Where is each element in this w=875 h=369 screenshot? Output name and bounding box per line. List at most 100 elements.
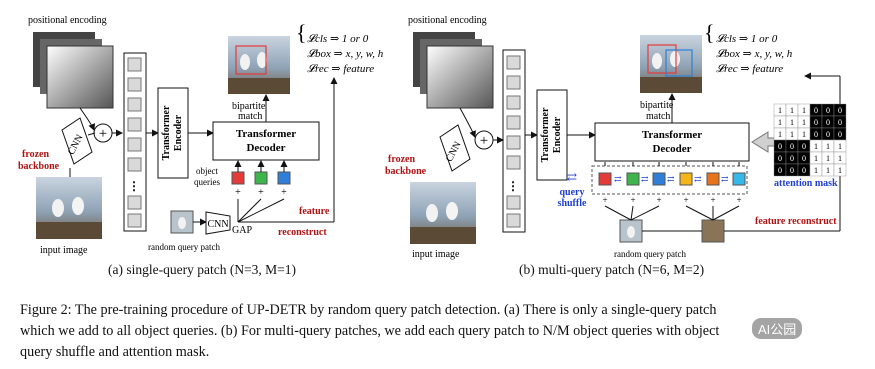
- input-image-label: input image: [40, 245, 88, 256]
- input-image-b: [410, 182, 476, 244]
- svg-text:+: +: [736, 195, 741, 205]
- mask-cell-value: 0: [778, 154, 782, 163]
- mask-cell-value: 1: [826, 166, 830, 175]
- bipartite-label-1: bipartite: [232, 101, 266, 112]
- svg-text:⇄: ⇄: [721, 174, 729, 184]
- mask-cell-value: 0: [814, 130, 818, 139]
- query-cnn-label: CNN: [207, 219, 228, 230]
- query-patch-2: [701, 219, 725, 243]
- svg-text:+: +: [710, 195, 715, 205]
- transformer-decoder: [212, 121, 320, 161]
- shuffle-label: shuffle: [558, 198, 587, 209]
- mask-cell-value: 0: [814, 118, 818, 127]
- bipartite-label-2: match: [238, 111, 262, 122]
- mask-cell-value: 1: [802, 118, 806, 127]
- mask-cell-value: 1: [802, 106, 806, 115]
- decoder-label-2: Decoder: [246, 142, 285, 154]
- mask-cell-value: 0: [790, 166, 794, 175]
- mask-cell-value: 1: [826, 142, 830, 151]
- svg-text:⋮: ⋮: [507, 179, 519, 193]
- transformer-decoder-b: [594, 122, 750, 162]
- svg-text:Encoder: Encoder: [552, 116, 563, 153]
- mask-cell-value: 1: [826, 154, 830, 163]
- loss-cls: 𝓛cls ⇒ 1 or 0: [307, 33, 369, 45]
- reconstruct-label: reconstruct: [278, 227, 327, 238]
- add-icon: +: [99, 126, 107, 142]
- frozen-label-b: frozen: [388, 154, 415, 165]
- loss-box: 𝓛box ⇒ x, y, w, h: [307, 48, 384, 60]
- svg-text:+: +: [281, 187, 287, 198]
- positional-encoding-map-b: [426, 45, 494, 109]
- mask-cell-value: 0: [826, 130, 830, 139]
- query-label: query: [560, 187, 585, 198]
- mask-cell-value: 1: [838, 142, 842, 151]
- input-image: [36, 177, 102, 239]
- svg-text:+: +: [602, 195, 607, 205]
- mask-cell-value: 0: [802, 166, 806, 175]
- mask-cell-value: 1: [838, 154, 842, 163]
- svg-text:+: +: [683, 195, 688, 205]
- figure-caption-line2: which we add to all object queries. (b) …: [20, 323, 720, 339]
- svg-text:⇄: ⇄: [667, 174, 675, 184]
- feature-reconstruct-label-b: feature reconstruct: [755, 216, 837, 227]
- object-queries-label-1: object: [196, 166, 218, 176]
- encoder-label-1: Transformer: [161, 105, 172, 160]
- svg-text:+: +: [656, 195, 661, 205]
- watermark: AI公园: [752, 318, 803, 339]
- svg-text:{: {: [704, 20, 715, 45]
- attention-mask-label: attention mask: [774, 178, 838, 189]
- frozen-label: frozen: [22, 149, 49, 160]
- mask-cell-value: 0: [838, 118, 842, 127]
- mask-cell-value: 1: [778, 106, 782, 115]
- mask-cell-value: 0: [778, 166, 782, 175]
- cnn-backbone: [61, 117, 93, 165]
- mask-cell-value: 1: [778, 118, 782, 127]
- mask-cell-value: 0: [790, 142, 794, 151]
- mask-cell-value: 1: [802, 130, 806, 139]
- svg-text:Decoder: Decoder: [652, 143, 691, 155]
- token-column: [123, 52, 147, 232]
- loss-rec-b: 𝓛rec ⇒ feature: [716, 63, 783, 75]
- query-blue: [277, 171, 291, 185]
- add-icon-b: +: [480, 133, 488, 149]
- query-4: [679, 172, 693, 186]
- mask-cell-value: 0: [838, 130, 842, 139]
- positional-encoding-label-b: positional encoding: [408, 15, 487, 26]
- positional-encoding-map: [46, 45, 114, 109]
- svg-text:match: match: [646, 111, 670, 122]
- query-6: [732, 172, 746, 186]
- mask-cell-value: 0: [778, 142, 782, 151]
- mask-cell-value: 1: [814, 154, 818, 163]
- svg-text:+: +: [235, 187, 241, 198]
- query-3: [652, 172, 666, 186]
- output-image: [228, 36, 290, 94]
- mask-arrow: [751, 131, 777, 153]
- loss-box-b: 𝓛box ⇒ x, y, w, h: [716, 48, 793, 60]
- mask-cell-value: 0: [802, 154, 806, 163]
- query-1: [598, 172, 612, 186]
- svg-text:⇄: ⇄: [614, 174, 622, 184]
- random-query-patch-label-b: random query patch: [614, 249, 686, 259]
- query-green: [254, 171, 268, 185]
- panel-a: positional encoding + CNN frozen backbon…: [18, 15, 384, 256]
- mask-cell-value: 1: [838, 166, 842, 175]
- svg-text:⇄: ⇄: [694, 174, 702, 184]
- loss-rec: 𝓛rec ⇒ feature: [307, 63, 374, 75]
- mask-cell-value: 0: [814, 106, 818, 115]
- mask-cell-value: 0: [838, 106, 842, 115]
- feature-label: feature: [299, 206, 330, 217]
- query-red: [231, 171, 245, 185]
- svg-text:{: {: [296, 20, 307, 45]
- cnn-backbone-b: [439, 124, 471, 172]
- svg-text:+: +: [630, 195, 635, 205]
- mask-cell-value: 0: [826, 118, 830, 127]
- decoder-label-1: Transformer: [236, 128, 296, 140]
- panel-b: positional encoding + CNN frozen backbon…: [385, 15, 847, 260]
- query-row: [598, 172, 746, 186]
- encoder-label-2: Encoder: [173, 114, 184, 151]
- mask-cell-value: 1: [778, 130, 782, 139]
- mask-cell-value: 1: [814, 142, 818, 151]
- gap-label: GAP: [232, 225, 252, 236]
- svg-text:bipartite: bipartite: [640, 100, 674, 111]
